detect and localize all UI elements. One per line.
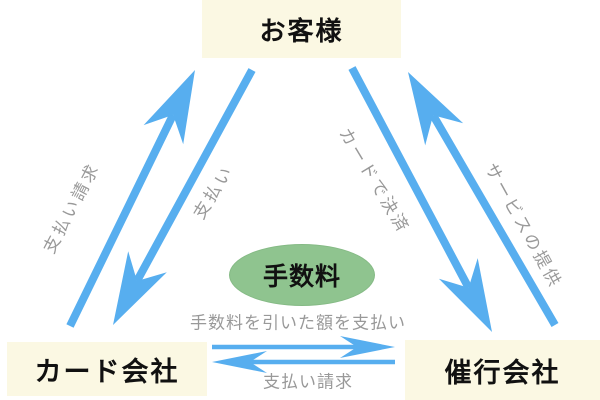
arrow-payment-request-up xyxy=(66,70,195,328)
node-operator: 催行会社 xyxy=(405,340,600,400)
arrow-pay-minus-fee xyxy=(212,336,395,358)
arrow-card-settlement xyxy=(348,66,492,332)
node-card-company-label: カード会社 xyxy=(34,356,180,387)
edge-label-payment-request-bottom: 支払い請求 xyxy=(263,372,353,392)
fee-ellipse: 手数料 xyxy=(229,244,375,306)
node-customer: お客様 xyxy=(202,0,401,58)
edge-label-pay-minus-fee: 手数料を引いた額を支払い xyxy=(190,313,406,333)
arrow-payment-down xyxy=(113,68,256,325)
arrow-payment-request-bottom xyxy=(212,351,395,373)
node-customer-label: お客様 xyxy=(259,16,344,46)
node-card-company: カード会社 xyxy=(7,342,207,396)
arrow-service-provision xyxy=(408,72,559,328)
node-operator-label: 催行会社 xyxy=(444,357,561,388)
fee-label: 手数料 xyxy=(262,264,341,291)
